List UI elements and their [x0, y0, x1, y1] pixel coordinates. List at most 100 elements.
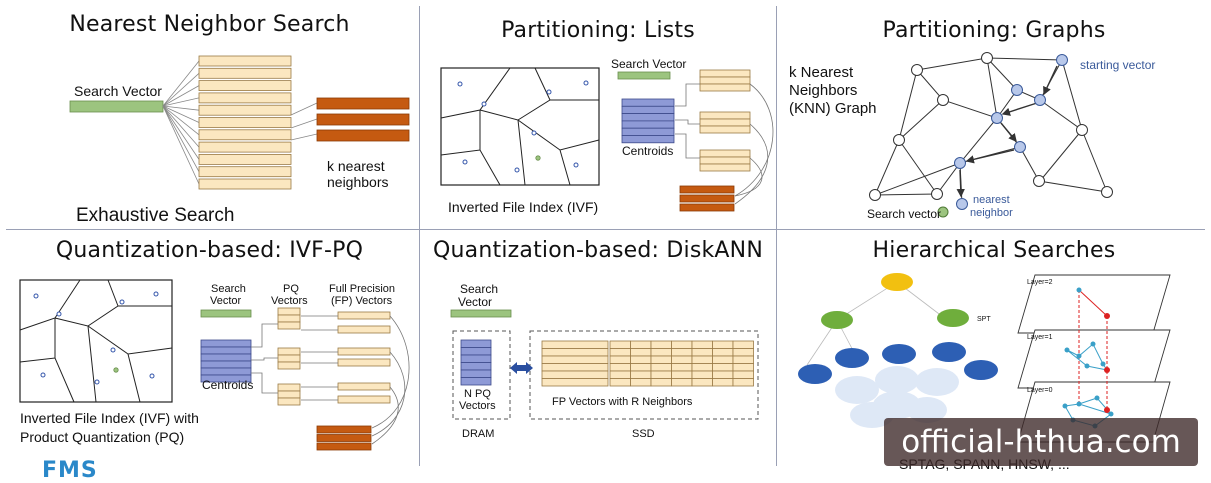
fp-vector: [337, 347, 391, 356]
neighbor-cell: [712, 348, 734, 357]
neighbor-cell: [671, 378, 693, 387]
search-vector-bar: [69, 100, 164, 113]
fp-vector: [541, 370, 609, 379]
fp-label-1: Full Precision: [329, 283, 396, 295]
exhaustive-search-diagram: [69, 55, 410, 190]
nearest-neighbor-vector: [679, 194, 735, 203]
knn-label-2: Neighbors: [789, 82, 858, 99]
centroid-vector: [621, 127, 675, 136]
database-vector: [198, 92, 292, 104]
fp-vector: [541, 378, 609, 387]
neighbor-cell: [732, 378, 754, 387]
pq-vector: [460, 377, 492, 386]
fp-vector: [541, 348, 609, 357]
panel-partitioning-graphs: Partitioning: Graphs k Nearest Neighbors…: [777, 0, 1211, 229]
pq-vector: [460, 339, 492, 348]
list-vector: [699, 69, 751, 78]
pq-vector: [277, 307, 301, 316]
ivf-diagram: [440, 67, 774, 212]
pq-vector: [277, 347, 301, 356]
panel-ivf-pq: Quantization-based: IVF-PQ: [0, 230, 419, 479]
panel-title: Quantization-based: IVF-PQ: [55, 238, 364, 263]
fp-vector: [337, 382, 391, 391]
pq-vector: [277, 321, 301, 330]
list-vector: [699, 111, 751, 120]
neighbor-cell: [691, 348, 713, 357]
search-vector-bar: [617, 71, 671, 80]
centroids-label: Centroids: [622, 144, 674, 158]
knn-label-3: (KNN) Graph: [789, 100, 877, 117]
exhaustive-search-label: Exhaustive Search: [76, 205, 235, 226]
ssd-box: [529, 330, 759, 420]
watermark-overlay: official-hthua.com: [884, 418, 1198, 466]
fms-logo: FMS: [42, 458, 98, 483]
neighbor-cell: [712, 378, 734, 387]
layer0-label: Layer=0: [1027, 387, 1053, 394]
pq-vectors-label: Vectors: [271, 295, 308, 307]
neighbor-cell: [712, 363, 734, 372]
search-vector-node: [937, 206, 949, 218]
voronoi-box: [440, 67, 600, 186]
neighbor-cell: [630, 363, 652, 372]
nearest-neighbor-vector: [679, 185, 735, 194]
pq-vector: [277, 314, 301, 323]
centroid-vector: [200, 374, 252, 383]
neighbor-cell: [712, 355, 734, 364]
database-vector: [198, 104, 292, 116]
neighbor-cell: [650, 363, 672, 372]
search-vector-label: Search vector: [867, 207, 942, 221]
neighbor-cell: [671, 370, 693, 379]
layer2-label: Layer=2: [1027, 279, 1053, 286]
nearest-neighbor-vector: [316, 129, 410, 142]
pq-vector: [460, 369, 492, 378]
fp-label-2: (FP) Vectors: [331, 295, 393, 307]
database-vector: [198, 80, 292, 91]
divider-h: [6, 229, 1205, 230]
neighbor-cell: [650, 340, 672, 349]
nearest-neighbor-vector: [679, 203, 735, 212]
neighbor-cell: [609, 340, 631, 349]
neighbor-cell: [609, 370, 631, 379]
neighbor-cell: [671, 355, 693, 364]
divider-v1: [419, 6, 420, 466]
vector-label: Vector: [210, 295, 242, 307]
fp-vector: [541, 340, 609, 349]
neighbors-label: neighbors: [327, 174, 389, 190]
neighbor-cell: [732, 363, 754, 372]
divider-v2: [776, 6, 777, 466]
neighbor-cell: [650, 378, 672, 387]
database-vector: [198, 117, 292, 128]
database-vector: [198, 129, 292, 141]
neighbor-cell: [650, 348, 672, 357]
nearest-label: nearest: [973, 194, 1010, 206]
database-vector: [198, 153, 292, 165]
panel-title: Quantization-based: DiskANN: [433, 238, 763, 263]
list-vector: [699, 125, 751, 134]
centroid-vector: [621, 105, 675, 115]
neighbor-cell: [671, 363, 693, 372]
neighbor-cell: [712, 370, 734, 379]
pq-vector: [277, 361, 301, 370]
neighbor-cell: [630, 355, 652, 364]
ivf-pq-caption-1: Inverted File Index (IVF) with: [20, 410, 199, 426]
npq-label: N PQ: [464, 388, 491, 400]
starting-vector-label: starting vector: [1080, 58, 1156, 72]
diskann-diagram: [450, 309, 759, 420]
list-vector: [699, 83, 751, 92]
fp-vector: [541, 363, 609, 372]
search-label: Search: [211, 283, 246, 295]
database-vector: [198, 55, 292, 67]
neighbor-cell: [650, 370, 672, 379]
list-vector: [699, 163, 751, 172]
neighbor-cell: [712, 340, 734, 349]
list-vector: [699, 76, 751, 85]
neighbor-cell: [732, 348, 754, 357]
nearest-neighbor-vector: [316, 434, 372, 442]
centroid-vector: [200, 367, 252, 376]
knn-label-1: k Nearest: [789, 64, 854, 81]
fp-vector: [337, 358, 391, 367]
dram-box: [452, 330, 511, 420]
neighbor-cell: [671, 348, 693, 357]
neighbor-cell: [732, 355, 754, 364]
centroid-vector: [621, 98, 675, 107]
